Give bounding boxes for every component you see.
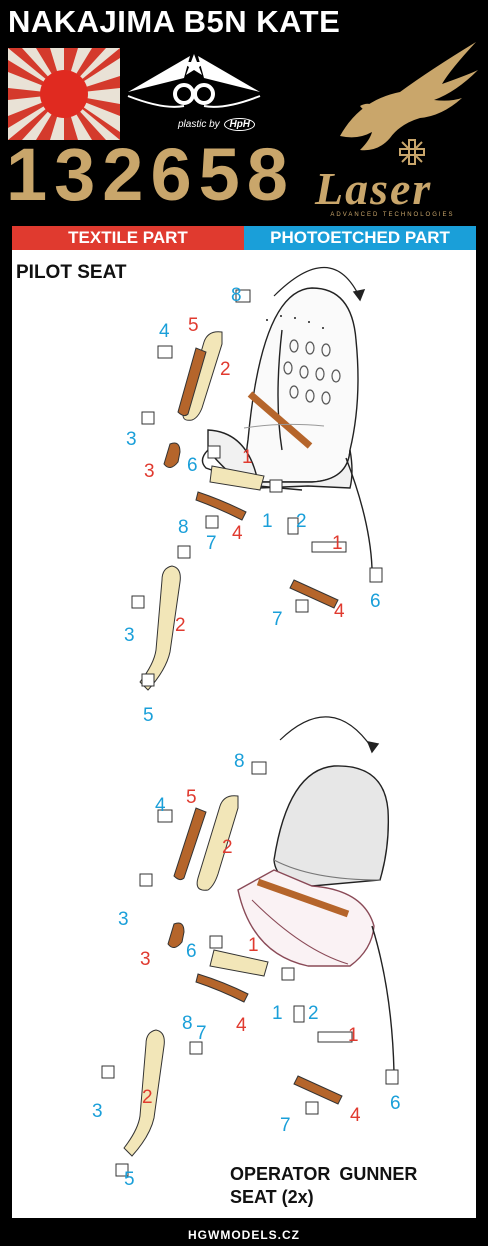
callout-label: 2 bbox=[175, 615, 186, 636]
callout-label: 2 bbox=[296, 511, 307, 532]
operator-seat-heading: OPERATOR GUNNER bbox=[230, 1164, 418, 1184]
callout-label: 3 bbox=[124, 625, 135, 646]
callout-label: 6 bbox=[390, 1093, 401, 1114]
callout-label: 7 bbox=[272, 609, 283, 630]
operator-belts bbox=[101, 761, 399, 1177]
callout-label: 1 bbox=[272, 1003, 283, 1024]
callout-label: 7 bbox=[196, 1023, 207, 1044]
plastic-by-text: plastic by bbox=[178, 119, 220, 130]
laser-logo: Laser bbox=[315, 163, 433, 214]
callout-label: 3 bbox=[92, 1101, 103, 1122]
callout-label: 1 bbox=[262, 511, 273, 532]
callout-label: 3 bbox=[140, 949, 151, 970]
callout-label: 5 bbox=[186, 787, 197, 808]
callout-label: 8 bbox=[231, 285, 242, 306]
footer-website: HGWMODELS.CZ bbox=[188, 1228, 300, 1242]
callout-label: 8 bbox=[182, 1013, 193, 1034]
callout-label: 5 bbox=[124, 1169, 135, 1190]
assembly-diagram bbox=[101, 266, 399, 1177]
callout-label: 4 bbox=[236, 1015, 247, 1036]
hph-wing-emblem-icon bbox=[124, 48, 264, 116]
callout-label: 4 bbox=[159, 321, 170, 342]
callout-label: 1 bbox=[248, 935, 259, 956]
callout-label: 6 bbox=[370, 591, 381, 612]
callout-label: 8 bbox=[234, 751, 245, 772]
callout-label: 4 bbox=[334, 601, 345, 622]
callout-label: 7 bbox=[280, 1115, 291, 1136]
callout-label: 6 bbox=[186, 941, 197, 962]
callout-label: 6 bbox=[187, 455, 198, 476]
callout-label: 3 bbox=[144, 461, 155, 482]
callout-label: 2 bbox=[222, 837, 233, 858]
callout-label: 4 bbox=[232, 523, 243, 544]
rising-sun-flag-icon bbox=[8, 48, 120, 140]
callout-label: 4 bbox=[350, 1105, 361, 1126]
plastic-by-hph: plastic by HpH bbox=[178, 118, 256, 131]
callout-label: 5 bbox=[188, 315, 199, 336]
callout-label: 1 bbox=[242, 447, 253, 468]
callout-label: 4 bbox=[155, 795, 166, 816]
product-number: 132658 bbox=[6, 133, 295, 216]
callout-label: 1 bbox=[348, 1025, 359, 1046]
callout-label: 1 bbox=[332, 533, 343, 554]
pilot-seat-drawing bbox=[201, 266, 373, 569]
callout-label: 2 bbox=[220, 359, 231, 380]
pilot-belts bbox=[131, 289, 383, 691]
legend-photoetched-part: PHOTOETCHED PART bbox=[244, 226, 476, 250]
eagle-cross-logo-icon bbox=[330, 40, 480, 170]
callout-label: 2 bbox=[142, 1087, 153, 1108]
laser-subtitle: ADVANCED TECHNOLOGIES bbox=[330, 212, 455, 218]
legend-textile-part: TEXTILE PART bbox=[12, 226, 244, 250]
instruction-panel bbox=[12, 250, 476, 1218]
callout-label: 8 bbox=[178, 517, 189, 538]
product-title: NAKAJIMA B5N KATE bbox=[8, 4, 341, 39]
operator-seat-subheading: SEAT (2x) bbox=[230, 1187, 314, 1207]
hph-badge: HpH bbox=[224, 118, 256, 131]
callout-label: 3 bbox=[118, 909, 129, 930]
callout-label: 7 bbox=[206, 533, 217, 554]
callout-label: 2 bbox=[308, 1003, 319, 1024]
operator-seat-drawing bbox=[237, 716, 395, 1073]
callout-label: 5 bbox=[143, 705, 154, 726]
pilot-seat-heading: PILOT SEAT bbox=[16, 262, 127, 283]
callout-label: 3 bbox=[126, 429, 137, 450]
